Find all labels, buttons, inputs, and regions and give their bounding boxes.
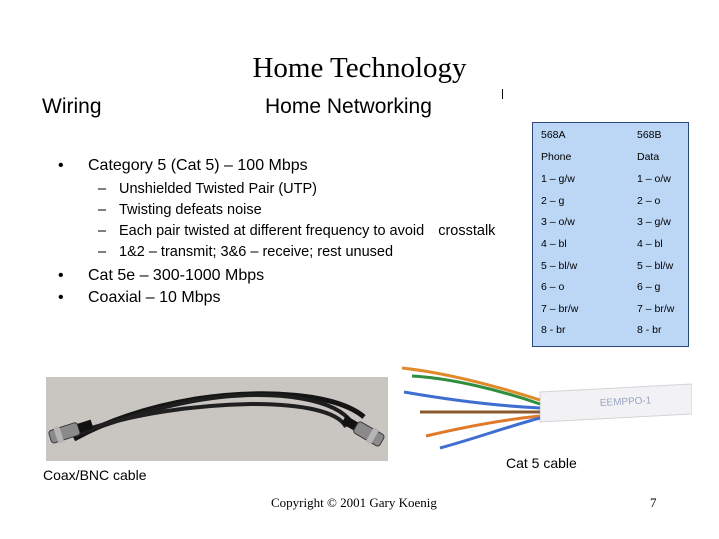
cat5-jacket-print: ЕЕМРРО-1	[600, 395, 652, 409]
dash-marker: –	[98, 244, 107, 260]
page-number: 7	[650, 495, 657, 510]
sub-bullet-text-extra: crosstalk	[438, 223, 496, 239]
sub-bullet-item: – Each pair twisted at different frequen…	[58, 221, 538, 242]
table-cell: 7 – br/w	[637, 303, 675, 315]
cat5-cable-photo: ЕЕМРРО-1	[400, 362, 693, 454]
copyright-footer: Copyright © 2001 Gary Koenig	[271, 495, 437, 510]
table-cell: 3 – o/w	[541, 216, 575, 228]
sub-bullet-text-wrap: Each pair twisted at different frequency…	[119, 223, 495, 239]
table-cell: Data	[637, 151, 660, 163]
cat5-caption: Cat 5 cable	[506, 455, 577, 471]
table-cell: 8 - br	[637, 324, 662, 336]
table-row: 7 – br/w 7 – br/w	[533, 303, 690, 324]
sub-bullet-item: – Twisting defeats noise	[58, 200, 538, 221]
dash-marker: –	[98, 223, 107, 239]
sub-bullet-text: Unshielded Twisted Pair (UTP)	[119, 181, 317, 197]
table-row: 568A 568B	[533, 129, 690, 150]
table-cell: 4 – bl	[541, 238, 567, 250]
sub-bullet-text: Twisting defeats noise	[119, 202, 262, 218]
bullet-item: • Category 5 (Cat 5) – 100 Mbps	[58, 157, 538, 175]
bullet-text: Cat 5e – 300-1000 Mbps	[88, 267, 265, 284]
sub-bullet-item: – Unshielded Twisted Pair (UTP)	[58, 179, 538, 200]
table-cell: 2 – g	[541, 195, 565, 207]
bullet-item: • Coaxial – 10 Mbps	[58, 289, 538, 307]
table-cell: 1 – g/w	[541, 173, 575, 185]
bullet-text: Coaxial – 10 Mbps	[88, 289, 221, 306]
subtitle-wiring: Wiring	[42, 95, 102, 118]
table-row: 3 – o/w 3 – g/w	[533, 216, 690, 237]
bullet-list: • Category 5 (Cat 5) – 100 Mbps – Unshie…	[58, 157, 538, 311]
cat5-cable-illustration: ЕЕМРРО-1	[401, 366, 693, 450]
table-row: 5 – bl/w 5 – bl/w	[533, 260, 690, 281]
dash-marker: –	[98, 181, 107, 197]
table-cell: 2 – o	[637, 195, 661, 207]
table-cell: 1 – o/w	[637, 173, 671, 185]
table-cell: Phone	[541, 151, 572, 163]
table-cell: 5 – bl/w	[637, 260, 674, 272]
table-cell: 7 – br/w	[541, 303, 579, 315]
table-row: 8 - br 8 - br	[533, 324, 690, 345]
table-cell: 568B	[637, 129, 662, 141]
table-cell: 6 – o	[541, 281, 565, 293]
table-row: 4 – bl 4 – bl	[533, 238, 690, 259]
bullet-marker: •	[58, 267, 64, 284]
sub-bullet-text: Each pair twisted at different frequency…	[119, 223, 425, 239]
stray-mark	[502, 89, 503, 99]
dash-marker: –	[98, 202, 107, 218]
sub-bullet-item: – 1&2 – transmit; 3&6 – receive; rest un…	[58, 242, 538, 263]
table-row: Phone Data	[533, 151, 690, 172]
table-cell: 6 – g	[637, 281, 661, 293]
table-row: 1 – g/w 1 – o/w	[533, 173, 690, 194]
table-cell: 3 – g/w	[637, 216, 671, 228]
table-row: 2 – g 2 – o	[533, 195, 690, 216]
coax-cable-illustration	[46, 377, 388, 461]
bullet-marker: •	[58, 289, 64, 306]
bullet-item: • Cat 5e – 300-1000 Mbps	[58, 267, 538, 285]
bullet-text: Category 5 (Cat 5) – 100 Mbps	[88, 157, 308, 174]
table-row: 6 – o 6 – g	[533, 281, 690, 302]
bullet-marker: •	[58, 157, 64, 174]
coax-caption: Coax/BNC cable	[43, 467, 147, 483]
coax-cable-photo	[46, 377, 388, 461]
table-cell: 568A	[541, 129, 566, 141]
sub-bullet-text: 1&2 – transmit; 3&6 – receive; rest unus…	[119, 244, 394, 260]
slide-title: Home Technology	[252, 52, 467, 84]
table-cell: 5 – bl/w	[541, 260, 578, 272]
table-cell: 8 - br	[541, 324, 566, 336]
subtitle-home-networking: Home Networking	[265, 95, 432, 118]
table-cell: 4 – bl	[637, 238, 663, 250]
